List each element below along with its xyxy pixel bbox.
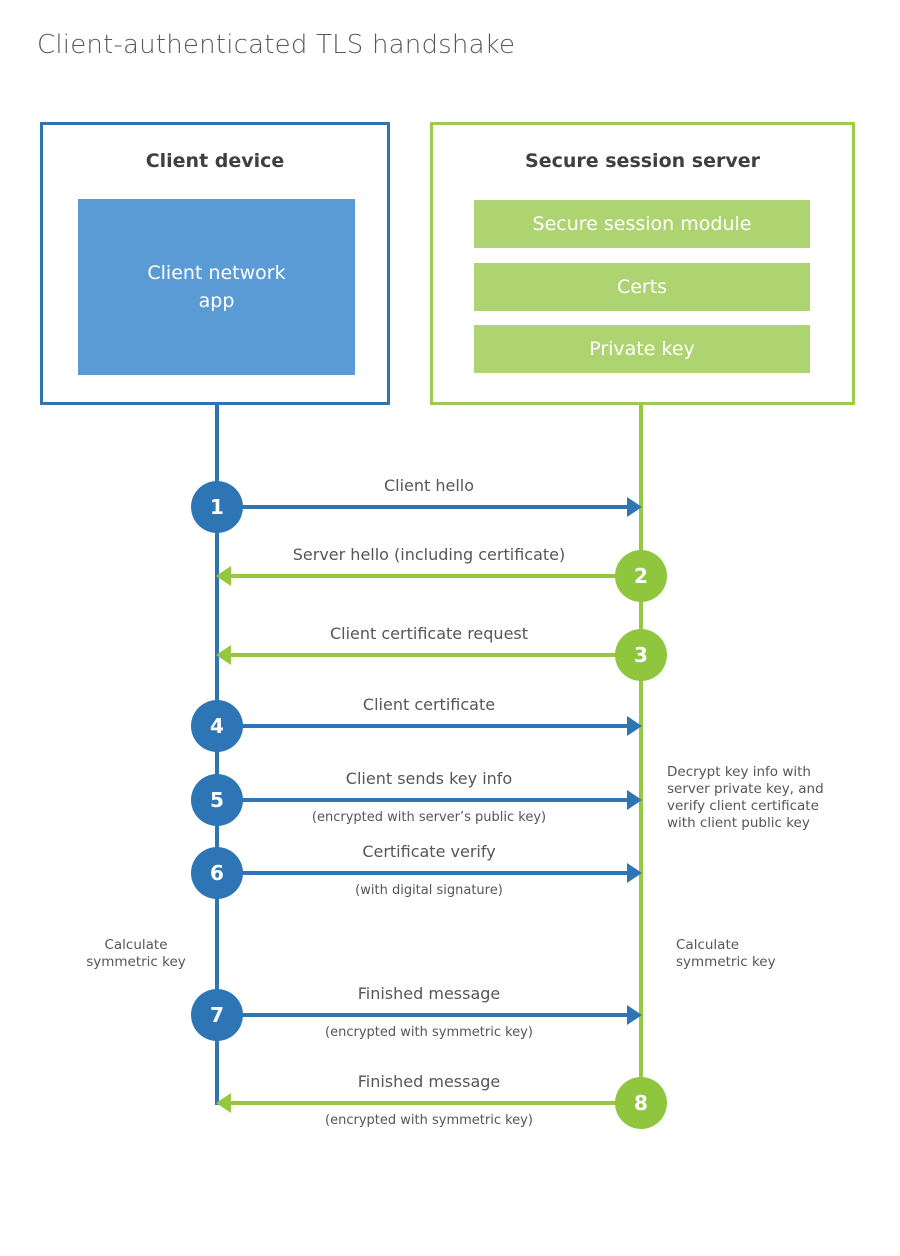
message-sublabel: (encrypted with server’s public key) [311,810,547,825]
arrow-shaft [217,798,630,802]
arrow-right-icon [627,790,642,810]
note-calculate-symmetric-key-client: Calculate symmetric key [86,937,186,970]
client-device-box: Client device Client network app [40,122,390,405]
arrow-shaft [217,1013,630,1017]
server-module-secure-session: Secure session module [474,200,810,248]
server-lifeline [639,405,643,1105]
server-module-private-key: Private key [474,325,810,373]
step-number-badge: 4 [191,700,243,752]
server-module-certs: Certs [474,263,810,311]
message-sublabel: (with digital signature) [355,883,503,898]
step-number-badge: 3 [615,629,667,681]
arrow-shaft [228,653,641,657]
arrow-shaft [217,871,630,875]
secure-session-server-box: Secure session server Secure session mod… [430,122,855,405]
note-calculate-symmetric-key-server: Calculate symmetric key [676,937,776,970]
message-sublabel: (encrypted with symmetric key) [325,1113,533,1128]
client-lifeline [215,405,219,1105]
arrow-right-icon [627,1005,642,1025]
message-label: Finished message [357,1072,501,1091]
arrow-shaft [228,1101,641,1105]
step-number-badge: 6 [191,847,243,899]
arrow-left-icon [216,566,231,586]
arrow-shaft [217,505,630,509]
step-number-badge: 7 [191,989,243,1041]
arrow-left-icon [216,1093,231,1113]
secure-session-server-title: Secure session server [525,150,760,172]
step-number-badge: 5 [191,774,243,826]
message-label: Client sends key info [345,769,513,788]
message-label: Client certificate request [329,624,529,643]
client-network-app-label: Client network app [147,262,286,312]
message-label: Certificate verify [362,842,496,861]
client-device-title: Client device [145,150,285,172]
arrow-right-icon [627,497,642,517]
step-number-badge: 1 [191,481,243,533]
note-decrypt-key-info: Decrypt key info with server private key… [667,764,824,831]
step-number-badge: 2 [615,550,667,602]
message-sublabel: (encrypted with symmetric key) [325,1025,533,1040]
arrow-left-icon [216,645,231,665]
arrow-right-icon [627,863,642,883]
message-label: Client certificate [362,695,496,714]
client-network-app-box: Client network app [78,199,355,375]
step-number-badge: 8 [615,1077,667,1129]
message-label: Server hello (including certificate) [292,545,566,564]
page-title: Client-authenticated TLS handshake [37,30,516,60]
arrow-shaft [228,574,641,578]
arrow-shaft [217,724,630,728]
arrow-right-icon [627,716,642,736]
message-label: Finished message [357,984,501,1003]
message-label: Client hello [383,476,475,495]
